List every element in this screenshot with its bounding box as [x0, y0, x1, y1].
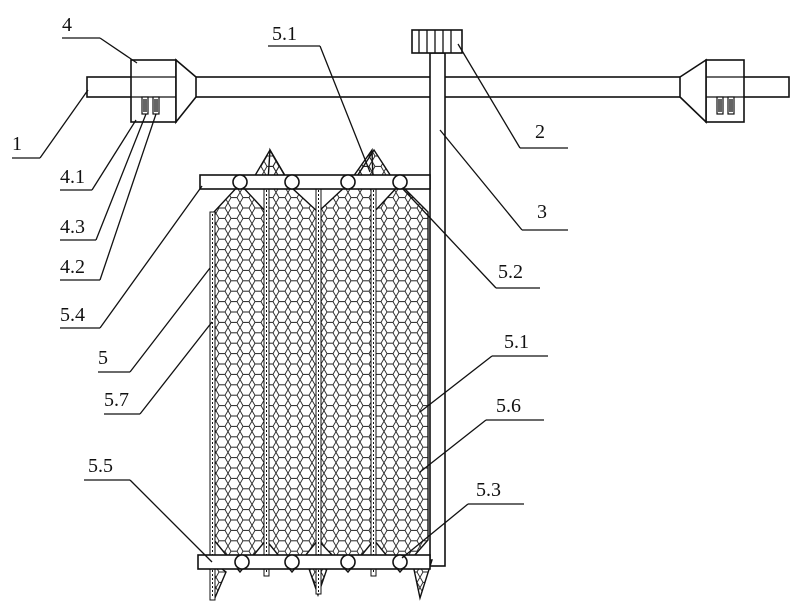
label-5-6: 5.6: [496, 395, 521, 417]
label-2: 2: [535, 121, 545, 143]
label-3: 3: [537, 201, 547, 223]
mesh-panels: [209, 147, 433, 601]
top-roller-1: [232, 174, 248, 190]
vertical-hanger-rod: [429, 52, 446, 567]
top-roller-2: [284, 174, 300, 190]
mesh-panel-3: [317, 147, 375, 574]
bottom-roller-2: [284, 554, 300, 570]
top-frame-bar: [199, 174, 431, 190]
label-4: 4: [62, 14, 72, 36]
right-clamp: [679, 58, 745, 124]
callouts: 4 1 4.1 4.3 4.2 5.4 5 5.7 5.5: [12, 14, 568, 563]
bottom-roller-4: [392, 554, 408, 570]
label-5-5: 5.5: [88, 455, 113, 477]
label-5-4: 5.4: [60, 304, 85, 326]
label-4-1: 4.1: [60, 166, 85, 188]
label-5-2: 5.2: [498, 261, 523, 283]
mesh-panel-1: [213, 182, 267, 574]
top-knob: [411, 29, 463, 54]
top-roller-4: [392, 174, 408, 190]
label-5-1-mid: 5.1: [504, 331, 529, 353]
top-roller-3: [340, 174, 356, 190]
bottom-frame-bar: [197, 554, 431, 570]
left-clamp: [130, 58, 197, 125]
mesh-panel-4: [373, 182, 429, 574]
label-4-2: 4.2: [60, 256, 85, 278]
bottom-roller-1: [234, 554, 250, 570]
label-5-7: 5.7: [104, 389, 129, 411]
bottom-roller-3: [340, 554, 356, 570]
label-5-1-top: 5.1: [272, 23, 297, 45]
label-4-3: 4.3: [60, 216, 85, 238]
label-5: 5: [98, 347, 108, 369]
label-1: 1: [12, 133, 22, 155]
label-5-3: 5.3: [476, 479, 501, 501]
mesh-panel-2: [265, 147, 319, 574]
